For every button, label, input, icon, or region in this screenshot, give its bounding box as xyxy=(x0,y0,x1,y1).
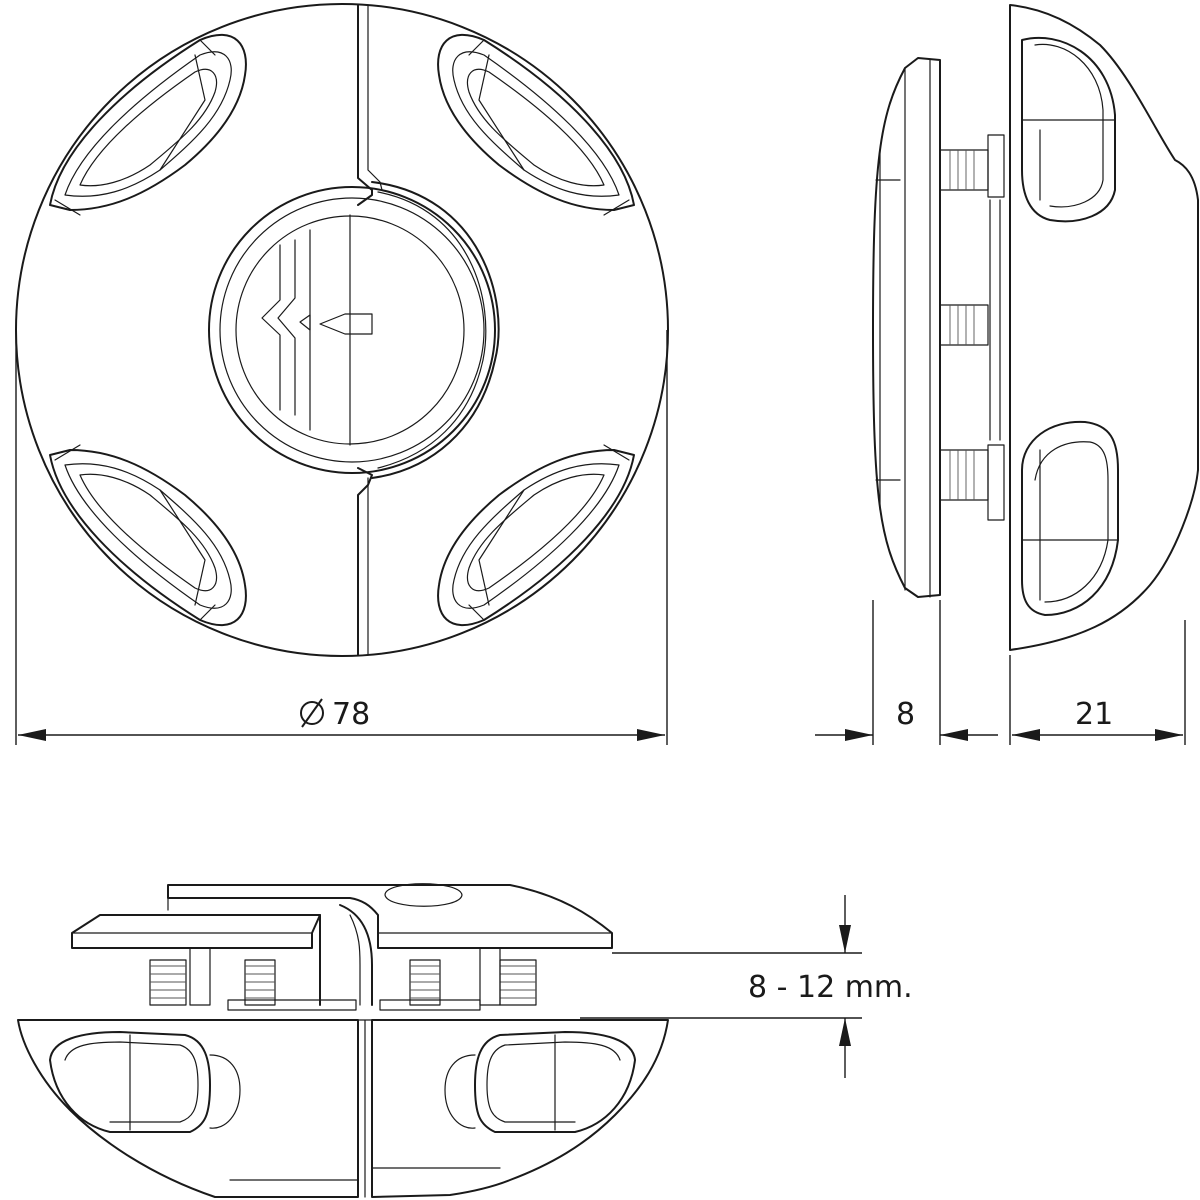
front-view xyxy=(15,3,669,657)
side-view xyxy=(872,4,1199,651)
top-depth-dimension: 21 xyxy=(1009,620,1186,745)
top-depth-value: 21 xyxy=(1075,697,1113,732)
diameter-dimension: 78 xyxy=(15,330,668,745)
screws xyxy=(149,947,537,1011)
diameter-value: 78 xyxy=(332,697,370,732)
bottom-view xyxy=(17,883,669,1198)
base-depth-value: 8 xyxy=(896,697,915,732)
clamp-range-dimension: 8 - 12 mm. xyxy=(580,895,913,1078)
diameter-symbol-icon xyxy=(300,698,324,728)
clamp-range-value: 8 - 12 mm. xyxy=(748,970,913,1005)
base-depth-dimension: 8 xyxy=(815,600,998,745)
